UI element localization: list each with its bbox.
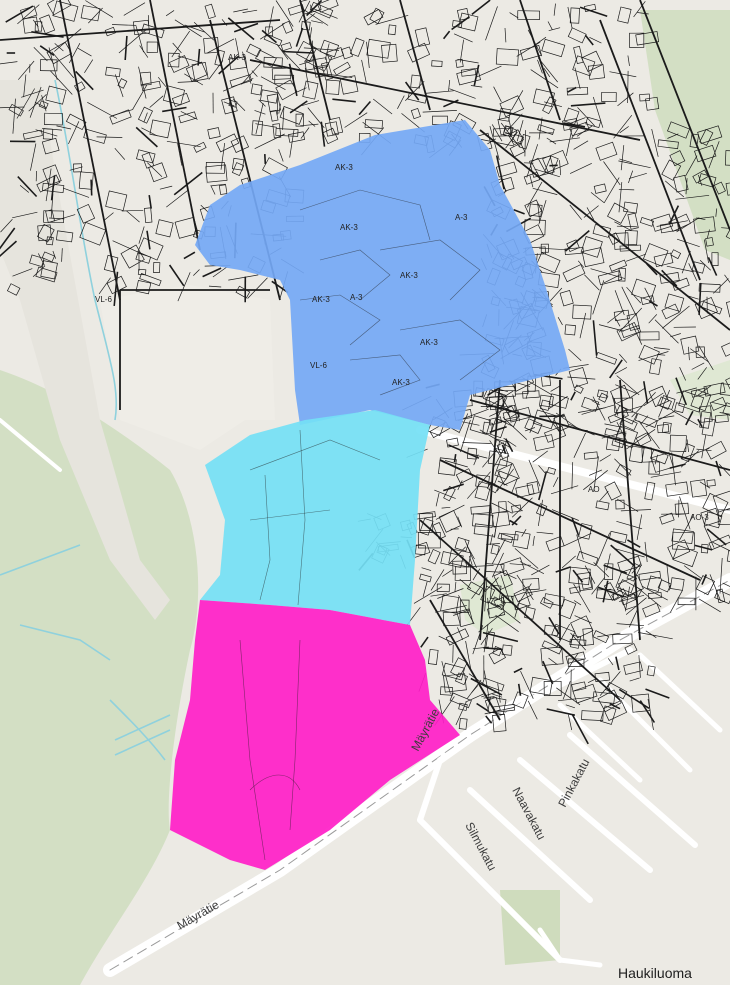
zone-code-vl6-left: VL-6	[95, 295, 112, 304]
green-areas	[0, 10, 730, 985]
zone-detail-lines	[239, 189, 501, 861]
zone-code-ak3-a: AK-3	[335, 163, 353, 172]
place-label-haukiluoma: Haukiluoma	[618, 965, 692, 981]
zone-code-ak3-d: AK-3	[312, 295, 330, 304]
zone-code-vl6-center: VL-6	[310, 361, 327, 370]
zone-code-ao-a: AO-3	[690, 513, 709, 522]
zone-code-ak3-b: AK-3	[340, 223, 358, 232]
zone-cyan[interactable]	[200, 410, 430, 625]
zone-code-ak3-c: AK-3	[400, 271, 418, 280]
zone-code-ak3-f: AK-3	[392, 378, 410, 387]
zone-blue[interactable]	[195, 120, 570, 430]
zone-code-a3-a: A-3	[455, 213, 468, 222]
water-lines	[0, 79, 171, 761]
zone-code-a3-b: A-3	[350, 293, 363, 302]
zone-code-ao-b: AO	[588, 485, 600, 494]
zone-code-ak3-g: AK-3	[228, 53, 246, 62]
zone-code-ak3-e: AK-3	[420, 338, 438, 347]
